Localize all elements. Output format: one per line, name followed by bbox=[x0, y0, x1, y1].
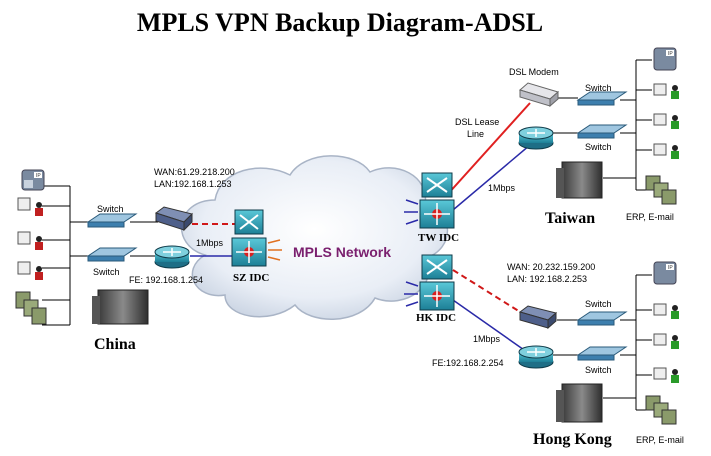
hongkong-switch-bottom-label: Switch bbox=[585, 365, 612, 375]
hongkong-ip-phone-icon: IP bbox=[653, 261, 677, 285]
taiwan-dsl-modem-icon bbox=[518, 82, 560, 108]
taiwan-switch-bottom-icon bbox=[576, 124, 628, 139]
hongkong-bandwidth-label: 1Mbps bbox=[473, 334, 501, 344]
diagram-title: MPLS VPN Backup Diagram-ADSL bbox=[136, 8, 544, 37]
taiwan-links bbox=[446, 59, 652, 211]
china-site-label: China bbox=[94, 336, 136, 353]
hk-idc-label: HK IDC bbox=[416, 312, 457, 324]
china-links bbox=[42, 185, 235, 326]
hongkong-dsl-modem-icon bbox=[518, 305, 558, 330]
sz-idc-label: SZ IDC bbox=[233, 272, 270, 284]
svg-text:IP: IP bbox=[668, 265, 673, 271]
taiwan-server-cluster-icon bbox=[645, 175, 677, 205]
svg-text:IP: IP bbox=[668, 51, 673, 57]
hongkong-switch-bottom-icon bbox=[576, 346, 628, 361]
sz-idc-router-icon bbox=[231, 237, 267, 267]
taiwan-bandwidth-label: 1Mbps bbox=[488, 183, 516, 193]
china-wan-label: WAN:61.29.218.200 bbox=[154, 167, 235, 177]
hongkong-erp-label: ERP, E-mail bbox=[636, 435, 684, 445]
china-fe-label: FE: 192.168.1.254 bbox=[129, 275, 204, 285]
china-ip-phone-icon: IP bbox=[21, 169, 45, 191]
mpls-network-label: MPLS Network bbox=[293, 244, 392, 260]
china-bandwidth-label: 1Mbps bbox=[196, 238, 224, 248]
taiwan-ip-phone-icon: IP bbox=[653, 47, 677, 71]
china-switch-bottom-label: Switch bbox=[93, 267, 120, 277]
hongkong-fe-label: FE:192.168.2.254 bbox=[432, 358, 504, 368]
hongkong-building-icon bbox=[556, 383, 603, 423]
hongkong-links bbox=[452, 269, 652, 411]
china-switch-top-label: Switch bbox=[97, 204, 124, 214]
taiwan-building-icon bbox=[556, 161, 603, 199]
hongkong-wan-label: WAN: 20.232.159.200 bbox=[507, 262, 596, 272]
hongkong-switch-top-icon bbox=[576, 311, 628, 326]
taiwan-lease-line-1: DSL Lease bbox=[455, 117, 500, 127]
china-user-icon bbox=[17, 197, 43, 216]
china-switch-top-icon bbox=[86, 213, 138, 228]
hk-idc-router-icon bbox=[419, 281, 455, 311]
tw-arrows bbox=[404, 199, 419, 225]
hongkong-user-icon bbox=[653, 303, 679, 319]
hongkong-switch-top-label: Switch bbox=[585, 299, 612, 309]
taiwan-switch-top-icon bbox=[576, 91, 628, 106]
taiwan-lease-line-2: Line bbox=[467, 129, 485, 139]
taiwan-site-label: Taiwan bbox=[545, 210, 596, 227]
hongkong-server-cluster-icon bbox=[645, 395, 677, 425]
china-router-icon bbox=[154, 245, 190, 269]
taiwan-erp-label: ERP, E-mail bbox=[626, 212, 674, 222]
china-user-icon bbox=[17, 231, 43, 250]
tw-idc-switch-icon bbox=[421, 172, 453, 198]
china-user-icon bbox=[17, 261, 43, 280]
tw-idc-label: TW IDC bbox=[418, 232, 460, 244]
china-lan-label: LAN:192.168.1.253 bbox=[154, 179, 232, 189]
china-server-cluster-icon bbox=[15, 291, 47, 325]
hongkong-site-label: Hong Kong bbox=[533, 431, 612, 448]
taiwan-modem-label: DSL Modem bbox=[509, 67, 559, 77]
sz-idc-switch-icon bbox=[234, 209, 264, 235]
hk-arrows bbox=[404, 281, 419, 307]
svg-text:IP: IP bbox=[36, 173, 41, 179]
hongkong-user-icon bbox=[653, 333, 679, 349]
china-switch-bottom-icon bbox=[86, 247, 138, 262]
taiwan-switch-top-label: Switch bbox=[585, 83, 612, 93]
taiwan-switch-bottom-label: Switch bbox=[585, 142, 612, 152]
hongkong-lan-label: LAN: 192.168.2.253 bbox=[507, 274, 588, 284]
taiwan-user-icon bbox=[653, 113, 679, 129]
hongkong-user-icon bbox=[653, 367, 679, 383]
taiwan-user-icon bbox=[653, 83, 679, 99]
china-dsl-modem-icon bbox=[154, 206, 193, 232]
china-building-icon bbox=[92, 289, 149, 325]
hk-idc-switch-icon bbox=[421, 254, 453, 280]
sz-arrows bbox=[267, 239, 282, 261]
tw-idc-router-icon bbox=[419, 199, 455, 229]
taiwan-router-icon bbox=[518, 126, 554, 150]
taiwan-user-icon bbox=[653, 143, 679, 159]
hongkong-router-icon bbox=[518, 345, 554, 369]
